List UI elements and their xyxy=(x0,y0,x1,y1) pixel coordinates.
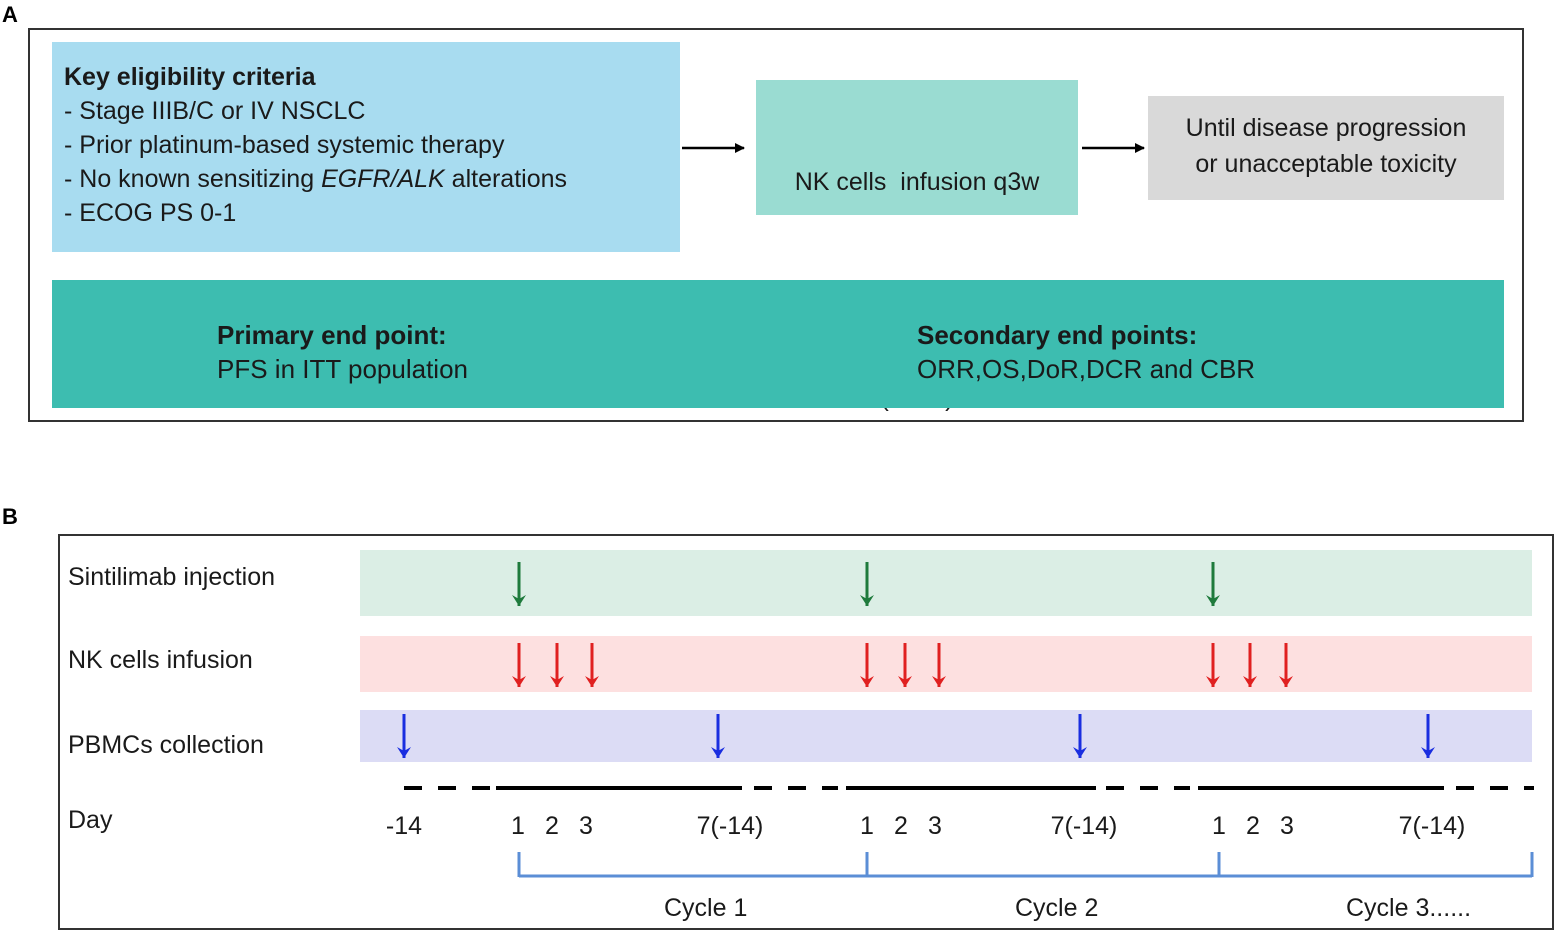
secondary-endpoint-title: Secondary end points: xyxy=(917,320,1198,350)
day-tick: 3 xyxy=(1280,812,1294,840)
eligibility-title: Key eligibility criteria xyxy=(64,63,316,91)
row-band-pbmc xyxy=(360,710,1532,762)
row-label-pbmc: PBMCs collection xyxy=(68,731,264,759)
day-tick: 1 xyxy=(511,812,525,840)
day-tick: 7(-14) xyxy=(1398,812,1466,840)
panel-b-label: B xyxy=(2,504,18,529)
eligibility-item: - ECOG PS 0-1 xyxy=(64,199,237,227)
eligibility-item-emphasis: EGFR/ALK xyxy=(321,165,445,193)
cycle-label: Cycle 1 xyxy=(664,894,748,922)
eligibility-item: - No known sensitizing EGFR/ALK alterati… xyxy=(64,162,680,196)
day-tick: 1 xyxy=(1212,812,1226,840)
treatment-line: NK cells infusion q3w xyxy=(794,168,1040,196)
until-line: or unacceptable toxicity xyxy=(1195,150,1457,178)
eligibility-item-prefix: - No known sensitizing xyxy=(64,165,322,193)
day-tick: 1 xyxy=(860,812,874,840)
eligibility-item-suffix: alterations xyxy=(444,165,568,193)
panel-a-frame xyxy=(28,28,1524,422)
cycle-label: Cycle 3...... xyxy=(1346,894,1472,922)
row-label-nk: NK cells infusion xyxy=(68,646,253,674)
secondary-endpoint-text: ORR,OS,DoR,DCR and CBR xyxy=(917,354,1256,384)
row-band-sintilimab xyxy=(360,550,1532,616)
day-tick: 3 xyxy=(928,812,942,840)
until-line: Until disease progression xyxy=(1185,114,1467,142)
eligibility-box: Key eligibility criteria - Stage IIIB/C … xyxy=(52,42,680,252)
primary-endpoint-title: Primary end point: xyxy=(217,320,447,350)
primary-endpoint: Primary end point: PFS in ITT population xyxy=(217,318,468,386)
row-label-sintilimab: Sintilimab injection xyxy=(68,563,276,591)
panel-b-frame xyxy=(58,534,1554,930)
day-tick: 2 xyxy=(1246,812,1260,840)
day-tick: 3 xyxy=(579,812,593,840)
day-label: Day xyxy=(68,806,113,834)
row-band-nk xyxy=(360,636,1532,692)
primary-endpoint-text: PFS in ITT population xyxy=(217,354,468,384)
day-tick: 2 xyxy=(894,812,908,840)
day-tick: 2 xyxy=(545,812,559,840)
secondary-endpoint: Secondary end points: ORR,OS,DoR,DCR and… xyxy=(917,318,1255,386)
panel-a-label: A xyxy=(2,2,18,27)
eligibility-item: - Stage IIIB/C or IV NSCLC xyxy=(64,97,366,125)
day-tick: -14 xyxy=(385,812,423,840)
day-tick: 7(-14) xyxy=(696,812,764,840)
until-box: Until disease progression or unacceptabl… xyxy=(1148,96,1504,200)
cycle-label: Cycle 2 xyxy=(1015,894,1099,922)
eligibility-item: - Prior platinum-based systemic therapy xyxy=(64,131,505,159)
treatment-box: NK cells infusion q3w Sintilimab 200mg q… xyxy=(756,80,1078,412)
day-tick: 7(-14) xyxy=(1050,812,1118,840)
endpoint-box: Primary end point: PFS in ITT population… xyxy=(52,280,1504,408)
